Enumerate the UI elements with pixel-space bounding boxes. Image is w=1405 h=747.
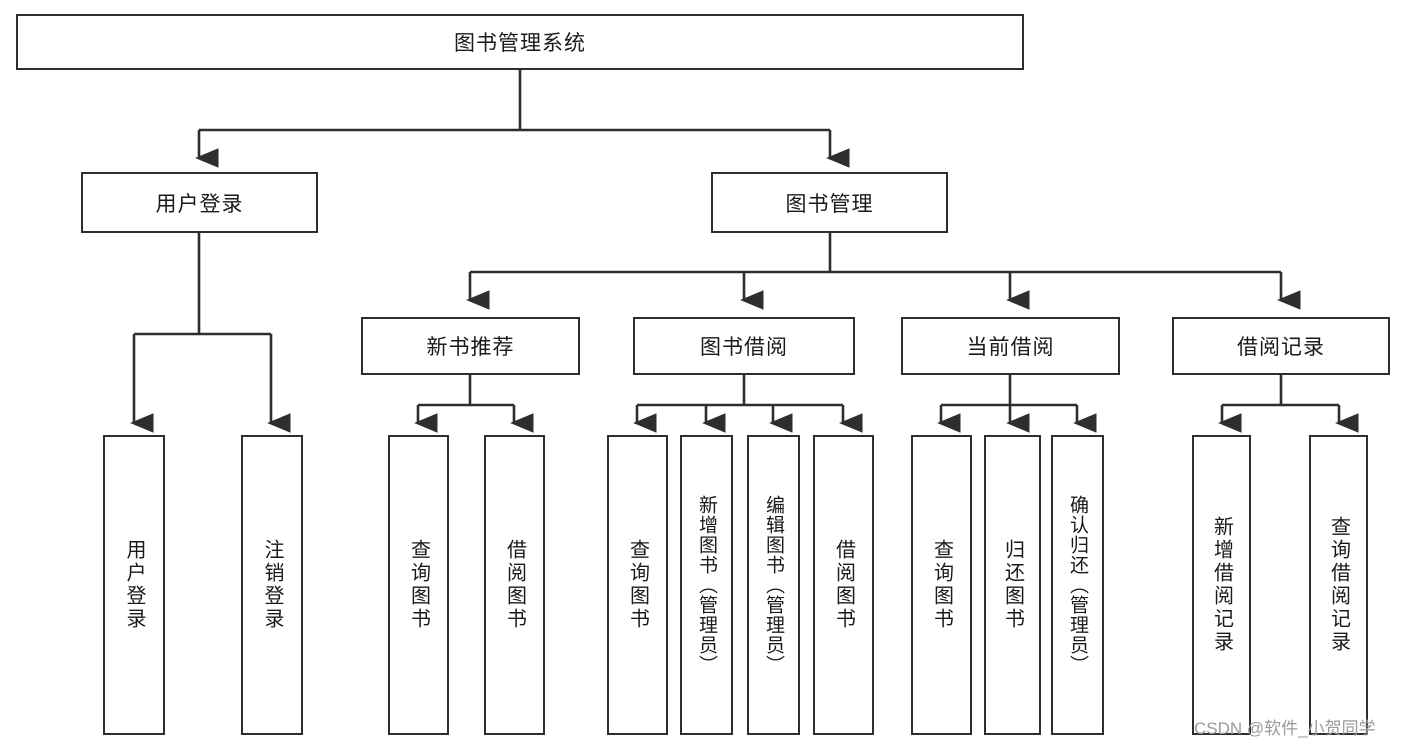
csdn-watermark: CSDN @软件_小贺同学 xyxy=(1194,719,1376,738)
node-label: 图书借阅 xyxy=(700,336,788,359)
node-label: 用户登录 xyxy=(123,539,145,631)
node-label: 查询图书 xyxy=(930,539,953,631)
node-current-borrow[interactable]: 当前借阅 xyxy=(901,317,1120,375)
node-label: 编辑图书（管理员） xyxy=(763,495,784,675)
node-label: 新增借阅记录 xyxy=(1210,516,1233,654)
node-label: 查询图书 xyxy=(407,539,430,631)
node-label: 图书管理 xyxy=(785,192,874,216)
node-new-book-recommend[interactable]: 新书推荐 xyxy=(361,317,580,375)
node-leaf-edit-book[interactable]: 编辑图书（管理员） xyxy=(747,435,800,735)
node-leaf-borrow-book-1[interactable]: 借阅图书 xyxy=(484,435,545,735)
node-leaf-confirm-return[interactable]: 确认归还（管理员） xyxy=(1051,435,1104,735)
node-leaf-query-book-3[interactable]: 查询图书 xyxy=(911,435,972,735)
node-label: 借阅图书 xyxy=(503,539,526,631)
node-borrow-record[interactable]: 借阅记录 xyxy=(1172,317,1390,375)
node-label: 用户登录 xyxy=(155,192,244,216)
node-leaf-add-book[interactable]: 新增图书（管理员） xyxy=(680,435,733,735)
node-label: 新增图书（管理员） xyxy=(696,495,717,675)
node-label: 归还图书 xyxy=(1001,539,1024,631)
node-leaf-add-record[interactable]: 新增借阅记录 xyxy=(1192,435,1251,735)
node-leaf-user-login[interactable]: 用户登录 xyxy=(103,435,165,735)
node-label: 查询图书 xyxy=(626,539,649,631)
node-label: 注销登录 xyxy=(261,539,283,631)
node-label: 当前借阅 xyxy=(966,336,1055,359)
node-leaf-borrow-book-2[interactable]: 借阅图书 xyxy=(813,435,874,735)
node-book-management-system[interactable]: 图书管理系统 xyxy=(16,14,1024,70)
node-label: 确认归还（管理员） xyxy=(1067,495,1088,675)
node-book-borrow[interactable]: 图书借阅 xyxy=(633,317,855,375)
node-user-login[interactable]: 用户登录 xyxy=(81,172,318,233)
node-label: 图书管理系统 xyxy=(454,32,586,55)
node-book-management[interactable]: 图书管理 xyxy=(711,172,948,233)
node-leaf-query-record[interactable]: 查询借阅记录 xyxy=(1309,435,1368,735)
node-label: 新书推荐 xyxy=(426,336,515,359)
node-label: 借阅图书 xyxy=(832,539,855,631)
node-leaf-query-book-2[interactable]: 查询图书 xyxy=(607,435,668,735)
node-leaf-logout-login[interactable]: 注销登录 xyxy=(241,435,303,735)
node-leaf-query-book-1[interactable]: 查询图书 xyxy=(388,435,449,735)
node-label: 借阅记录 xyxy=(1237,336,1325,359)
node-leaf-return-book[interactable]: 归还图书 xyxy=(984,435,1041,735)
node-label: 查询借阅记录 xyxy=(1327,516,1350,654)
